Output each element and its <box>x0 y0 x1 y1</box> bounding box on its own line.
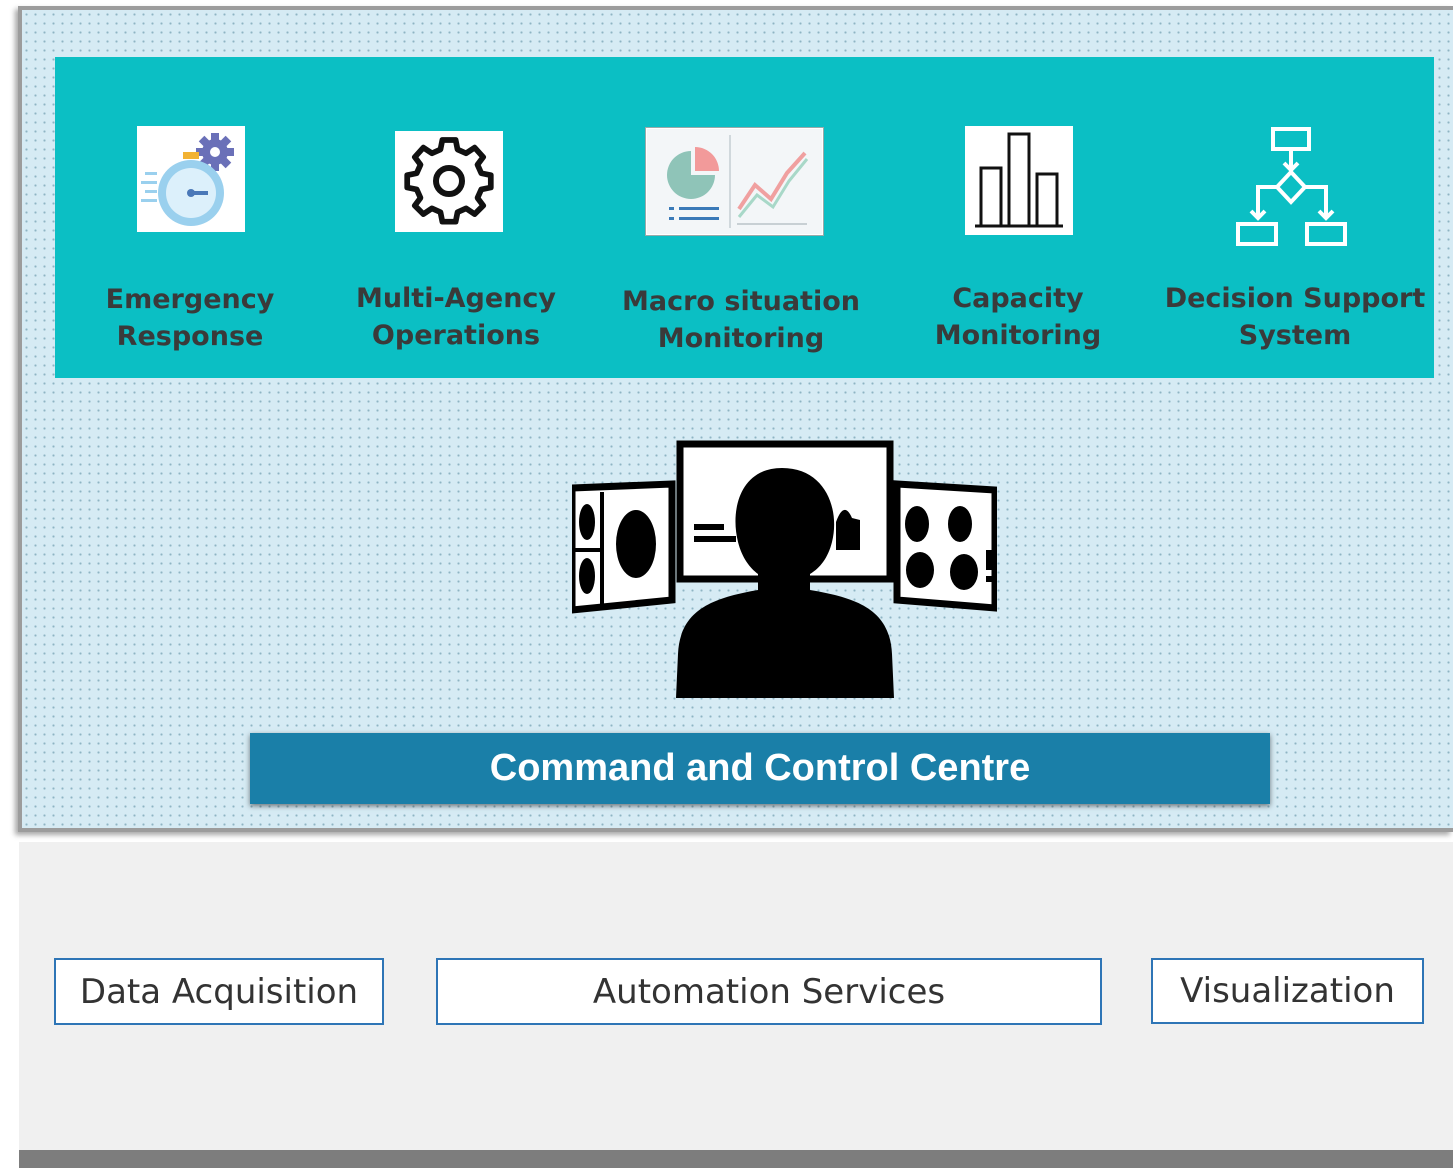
service-box-data-acquisition: Data Acquisition <box>54 958 384 1025</box>
bar-chart-icon <box>965 126 1073 235</box>
command-and-control-centre-banner: Command and Control Centre <box>250 733 1270 804</box>
module-label-emergency-response: Emergency Response <box>105 284 275 352</box>
flowchart-icon <box>1233 126 1351 250</box>
stopwatch-gear-icon <box>137 126 245 232</box>
service-box-automation-services: Automation Services <box>436 958 1102 1025</box>
operator-at-monitors-illustration <box>568 440 999 700</box>
bottom-strip <box>19 1150 1453 1168</box>
module-label-decision-support-system: Decision Support System <box>1164 283 1426 351</box>
service-box-visualization: Visualization <box>1151 958 1424 1024</box>
module-label-macro-situation-monitoring: Macro situation Monitoring <box>622 286 860 354</box>
module-label-capacity-monitoring: Capacity Monitoring <box>934 283 1102 351</box>
dashboard-chart-icon <box>645 127 824 236</box>
gear-icon <box>395 131 503 232</box>
module-label-multi-agency-operations: Multi-Agency Operations <box>355 283 557 351</box>
